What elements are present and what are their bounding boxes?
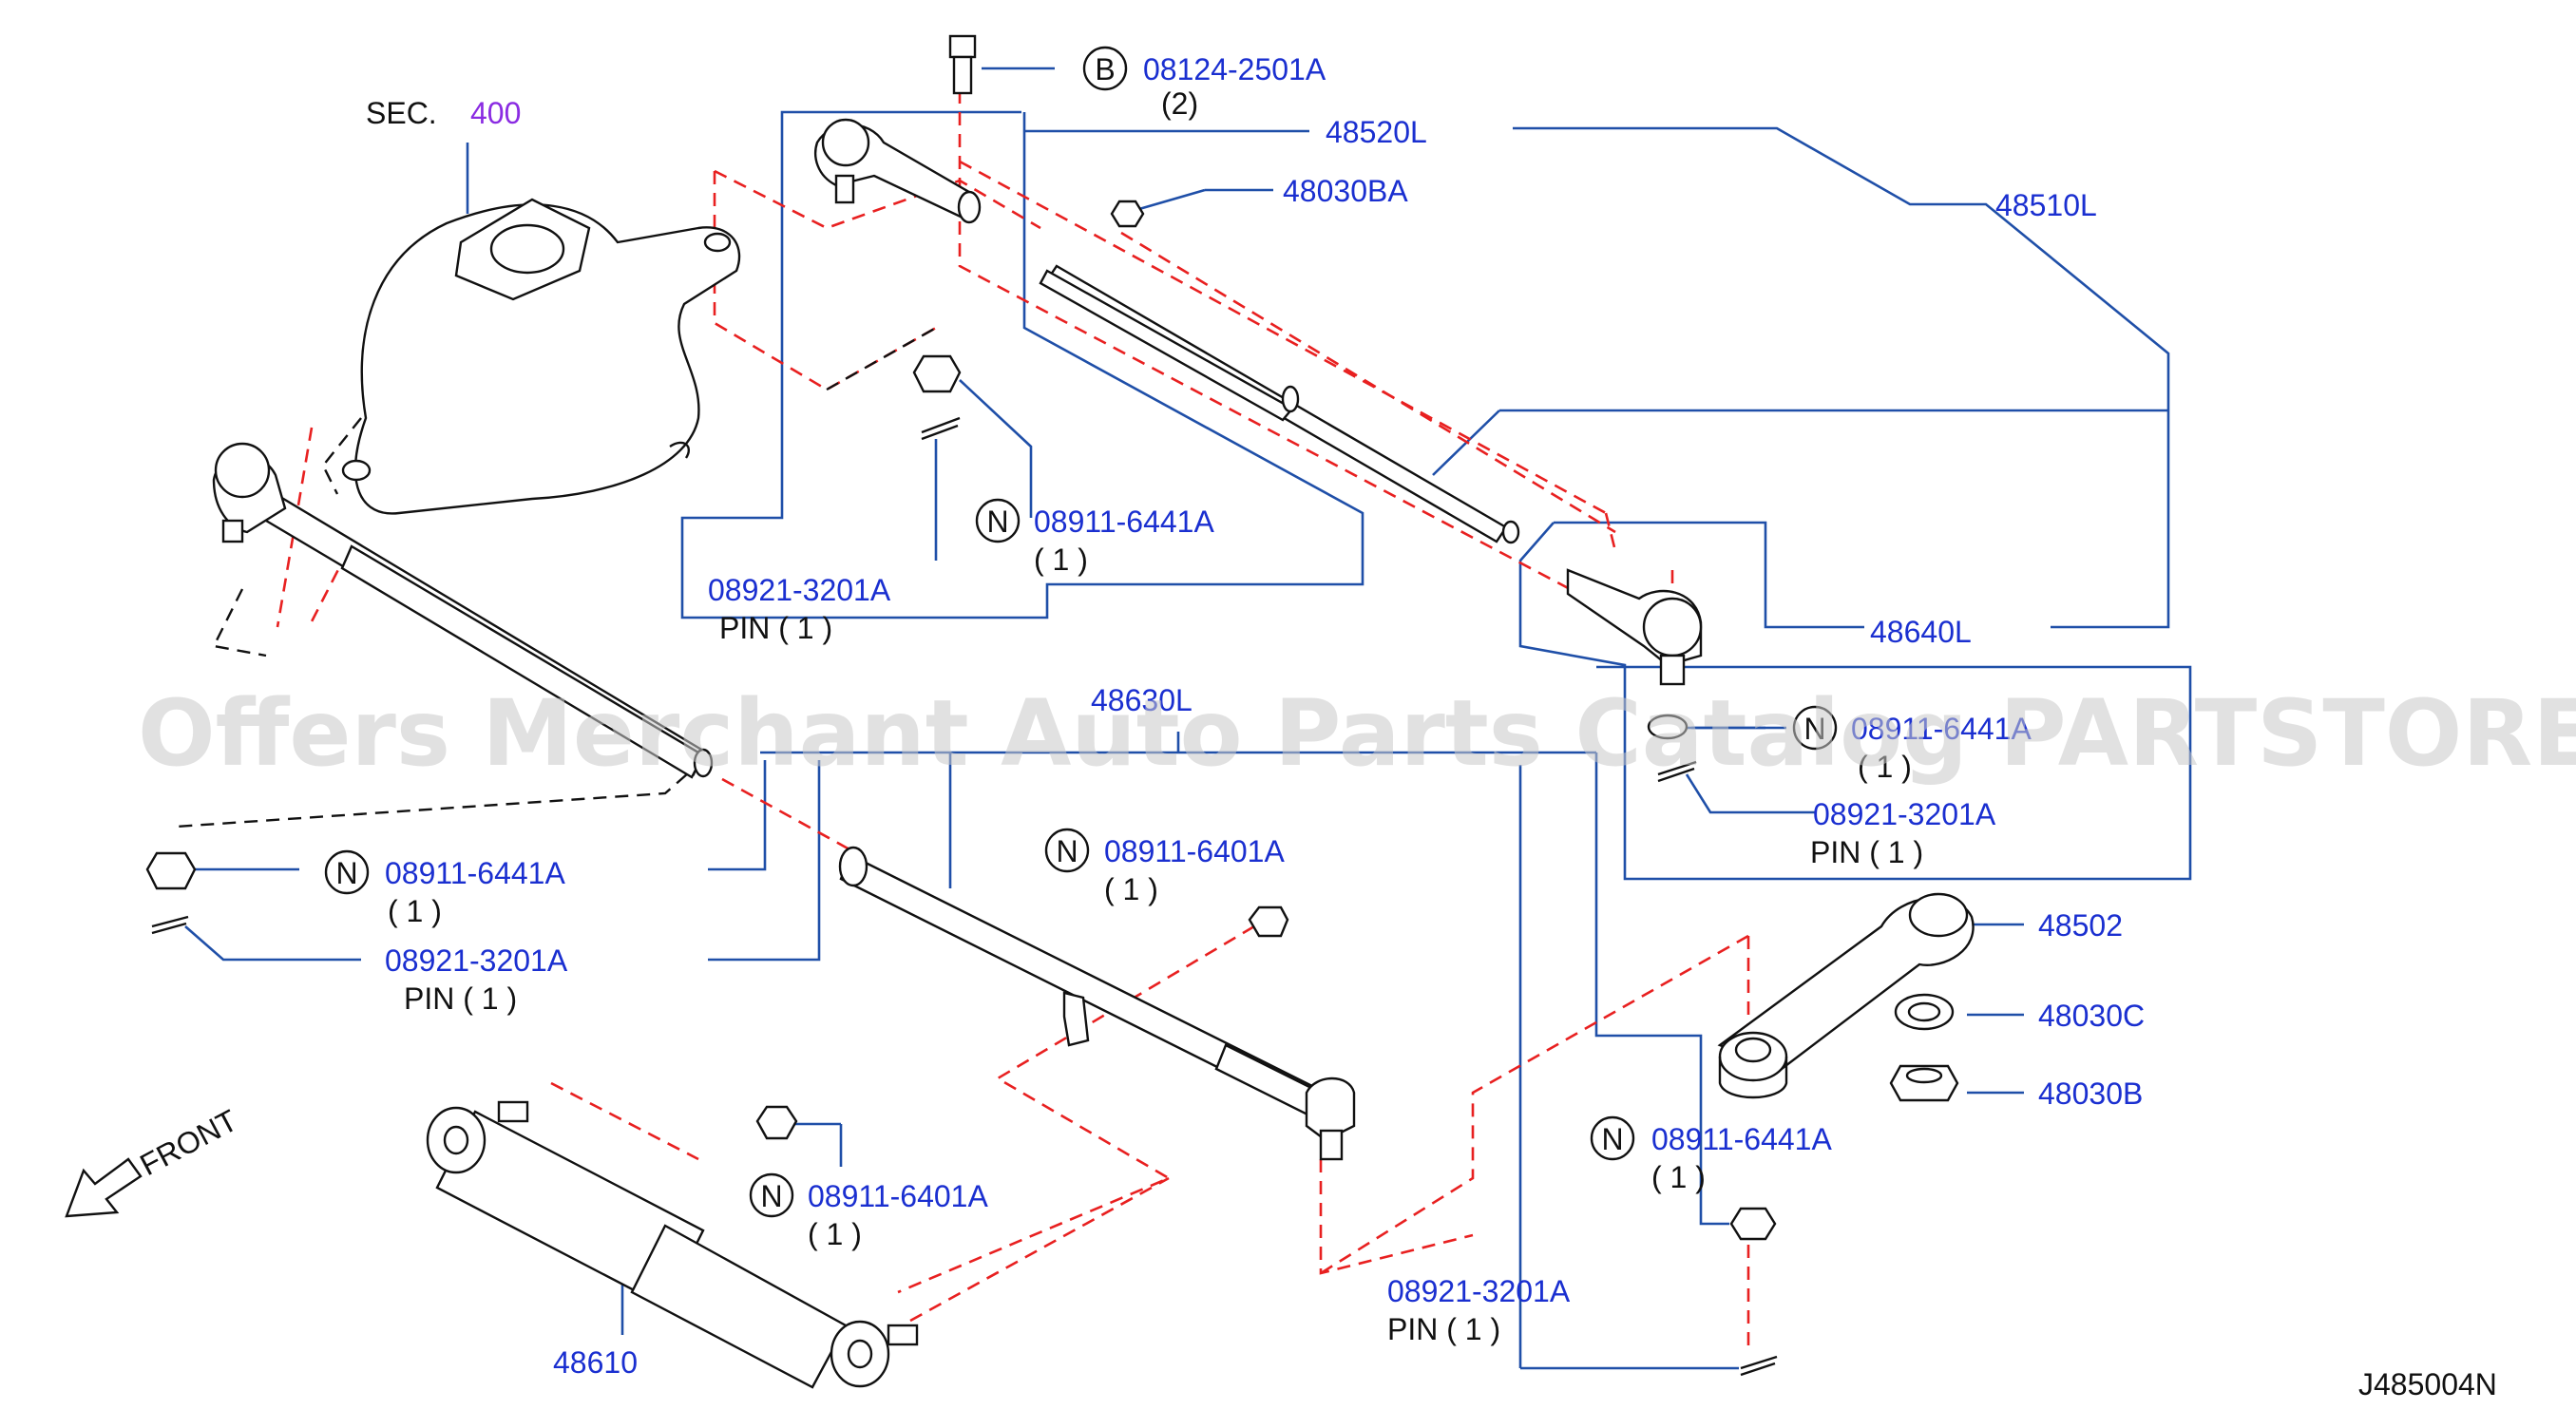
svg-text:N: N [986,505,1008,539]
watermark: Offers Merchant Auto Parts Catalog PARTS… [138,680,2576,787]
label-pin-top-sub: PIN ( 1 ) [719,611,832,645]
labels: SEC. 400 08124-2501A (2) 48520L 48030BA … [134,52,2497,1401]
nut-top-icon [1110,200,1145,228]
n-marker-right-icon: N [1792,705,1838,751]
pin-top-icon [921,416,961,441]
n-marker-top-icon: N [975,498,1021,543]
nut-icons [145,200,1777,1241]
label-n-damper: 08911-6401A [808,1179,988,1213]
label-48630L: 48630L [1091,683,1193,717]
label-48520L: 48520L [1326,115,1427,149]
label-n-right-qty: ( 1 ) [1858,750,1912,784]
circle-markers: B N N N N N N [324,46,1838,1218]
tie-rod-end-right [1566,568,1703,740]
label-n-top: 08911-6441A [1034,505,1214,539]
label-n-top-qty: ( 1 ) [1034,543,1088,577]
n-marker-damper-icon: N [749,1172,794,1218]
bolt-icon [948,34,977,95]
label-48510L: 48510L [1995,188,2097,222]
label-48640L: 48640L [1870,615,1972,649]
svg-text:N: N [1803,712,1825,746]
n-marker-left-icon: N [324,849,370,895]
label-n-lowright: 08911-6441A [1651,1122,1832,1156]
nut-mid-icon [1248,905,1289,938]
pin-left-icon [151,915,189,935]
cotter-pin-icons [151,416,1778,1377]
lock-washer [1894,993,1955,1031]
n-marker-lowright-icon: N [1590,1115,1635,1161]
nut-48030b [1889,1064,1959,1102]
label-pin-top: 08921-3201A [708,573,891,607]
label-48030C: 48030C [2038,999,2145,1033]
section-number: 400 [470,96,521,130]
upper-tube [1039,264,1520,544]
nut-lowright-icon [1729,1207,1777,1241]
tie-rod-end-top [814,118,982,224]
svg-text:N: N [1056,834,1078,868]
pin-bottom-icon [1740,1355,1778,1377]
pin-right-icon [1657,760,1697,783]
front-label: FRONT [134,1103,242,1183]
svg-text:N: N [335,856,357,890]
label-n-left: 08911-6441A [385,856,565,890]
label-n-mid-qty: ( 1 ) [1104,872,1158,906]
svg-text:N: N [760,1179,782,1213]
left-tie-rod [212,442,714,779]
label-n-mid: 08911-6401A [1104,834,1285,868]
label-n-damper-qty: ( 1 ) [808,1217,862,1251]
label-pin-bottom: 08921-3201A [1387,1274,1571,1308]
label-08124-qty: (2) [1161,86,1198,121]
label-48030B: 48030B [2038,1077,2143,1111]
label-pin-right-sub: PIN ( 1 ) [1810,835,1923,869]
svg-text:B: B [1095,52,1115,86]
label-pin-left: 08921-3201A [385,943,568,978]
label-pin-left-sub: PIN ( 1 ) [404,981,517,1016]
svg-text:N: N [1601,1122,1623,1156]
label-n-lowright-qty: ( 1 ) [1651,1160,1706,1194]
nut-upper-mid-icon [912,354,962,393]
n-marker-mid-icon: N [1044,828,1090,873]
front-arrow-icon [65,1157,143,1218]
nut-damper-icon [755,1105,798,1140]
label-48030BA: 48030BA [1283,174,1408,208]
label-48502: 48502 [2038,908,2123,943]
section-prefix: SEC. [366,96,437,130]
label-48610: 48610 [553,1345,638,1380]
idler-arm [1717,892,1975,1099]
label-n-left-qty: ( 1 ) [388,894,442,928]
label-n-right: 08911-6441A [1851,712,2032,746]
b-marker-icon: B [1082,46,1128,91]
label-pin-right: 08921-3201A [1813,797,1996,831]
relay-rod [838,846,1356,1161]
steering-damper [426,1100,919,1389]
leader-lines [184,67,2192,1370]
nut-left-icon [145,851,197,890]
gear-box-housing [341,198,741,515]
label-08124: 08124-2501A [1143,52,1326,86]
drawing-code: J485004N [2358,1367,2497,1401]
label-pin-bottom-sub: PIN ( 1 ) [1387,1312,1500,1346]
